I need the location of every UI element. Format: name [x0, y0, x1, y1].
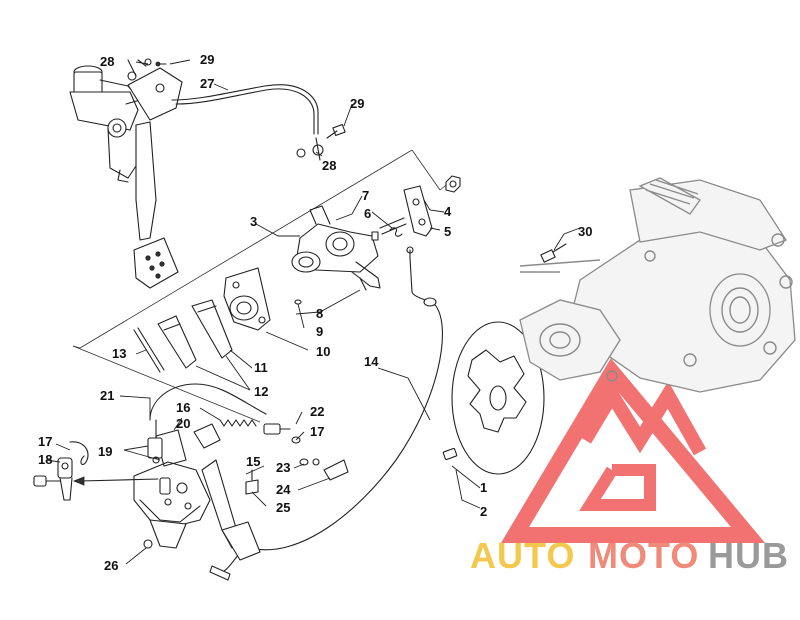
wordmark-hub: HUB — [708, 535, 789, 576]
wordmark-auto: AUTO — [470, 535, 575, 576]
callout-17-left: 17 — [38, 434, 52, 449]
foot-brake-pedal-assembly — [133, 419, 261, 561]
cable-end-fitting — [209, 565, 231, 581]
callout-1: 1 — [480, 480, 487, 495]
brake-pad-outer — [157, 315, 197, 369]
pedal-pivot-bolt — [143, 539, 153, 549]
brake-caliper — [291, 205, 381, 289]
callout-10: 10 — [316, 344, 330, 359]
automotohub-logo — [500, 358, 766, 543]
brake-disc — [442, 321, 545, 475]
logo-triangle — [500, 358, 766, 543]
brake-pad-inner — [191, 299, 233, 359]
adjuster-hardware — [245, 436, 349, 495]
logo-m-shape — [578, 381, 707, 456]
callout-14: 14 — [364, 354, 379, 369]
automotohub-wordmark: AUTO MOTO HUB — [470, 535, 789, 576]
pedal-return-spring — [219, 419, 257, 427]
rear-hub-assembly — [519, 177, 796, 393]
callout-22: 22 — [310, 404, 324, 419]
pad-spring — [133, 327, 165, 373]
callout-25: 25 — [276, 500, 290, 515]
callout-29-right: 29 — [350, 96, 364, 111]
callout-23: 23 — [276, 460, 290, 475]
caliper-pins — [294, 277, 367, 305]
parking-brake-lever — [379, 175, 461, 237]
callout-27: 27 — [200, 76, 214, 91]
callout-3: 3 — [250, 214, 257, 229]
callout-30: 30 — [578, 224, 592, 239]
callout-18: 18 — [38, 452, 52, 467]
callout-24: 24 — [276, 482, 291, 497]
master-cylinder-assembly — [69, 58, 183, 289]
brake-hose — [171, 84, 319, 135]
callout-9: 9 — [316, 324, 323, 339]
cable-adjuster — [263, 423, 281, 435]
callout-11: 11 — [254, 360, 268, 375]
clevis-arrow — [72, 476, 159, 486]
callout-15: 15 — [246, 454, 260, 469]
logo-g-shape — [579, 464, 656, 511]
callout-2: 2 — [480, 504, 487, 519]
pedal-cable — [149, 383, 267, 421]
callout-28-top: 28 — [100, 54, 114, 69]
caliper-bracket — [223, 267, 271, 331]
callout-19: 19 — [98, 444, 112, 459]
callout-29-top: 29 — [200, 52, 214, 67]
callout-28-right: 28 — [322, 158, 336, 173]
callout-16: 16 — [176, 400, 190, 415]
hub-bolt — [540, 243, 567, 263]
callout-6: 6 — [364, 206, 371, 221]
callout-7: 7 — [362, 188, 369, 203]
leader-lines — [45, 59, 581, 565]
callout-17-right: 17 — [310, 424, 324, 439]
wordmark-moto: MOTO — [588, 535, 699, 576]
callout-8: 8 — [316, 306, 323, 321]
hose-fitting-right — [296, 123, 346, 161]
clevis-pin — [33, 441, 89, 501]
callout-12: 12 — [254, 384, 268, 399]
callout-26: 26 — [104, 558, 118, 573]
callout-21: 21 — [100, 388, 114, 403]
caliper-assembly-outline — [72, 149, 456, 423]
callout-4: 4 — [444, 204, 452, 219]
brake-hose-edge — [175, 88, 315, 135]
callout-5: 5 — [444, 224, 451, 239]
callout-labels: 1 2 3 4 5 6 7 8 9 10 11 12 13 14 15 16 1… — [38, 52, 592, 573]
callout-13: 13 — [112, 346, 126, 361]
callout-20: 20 — [176, 416, 190, 431]
